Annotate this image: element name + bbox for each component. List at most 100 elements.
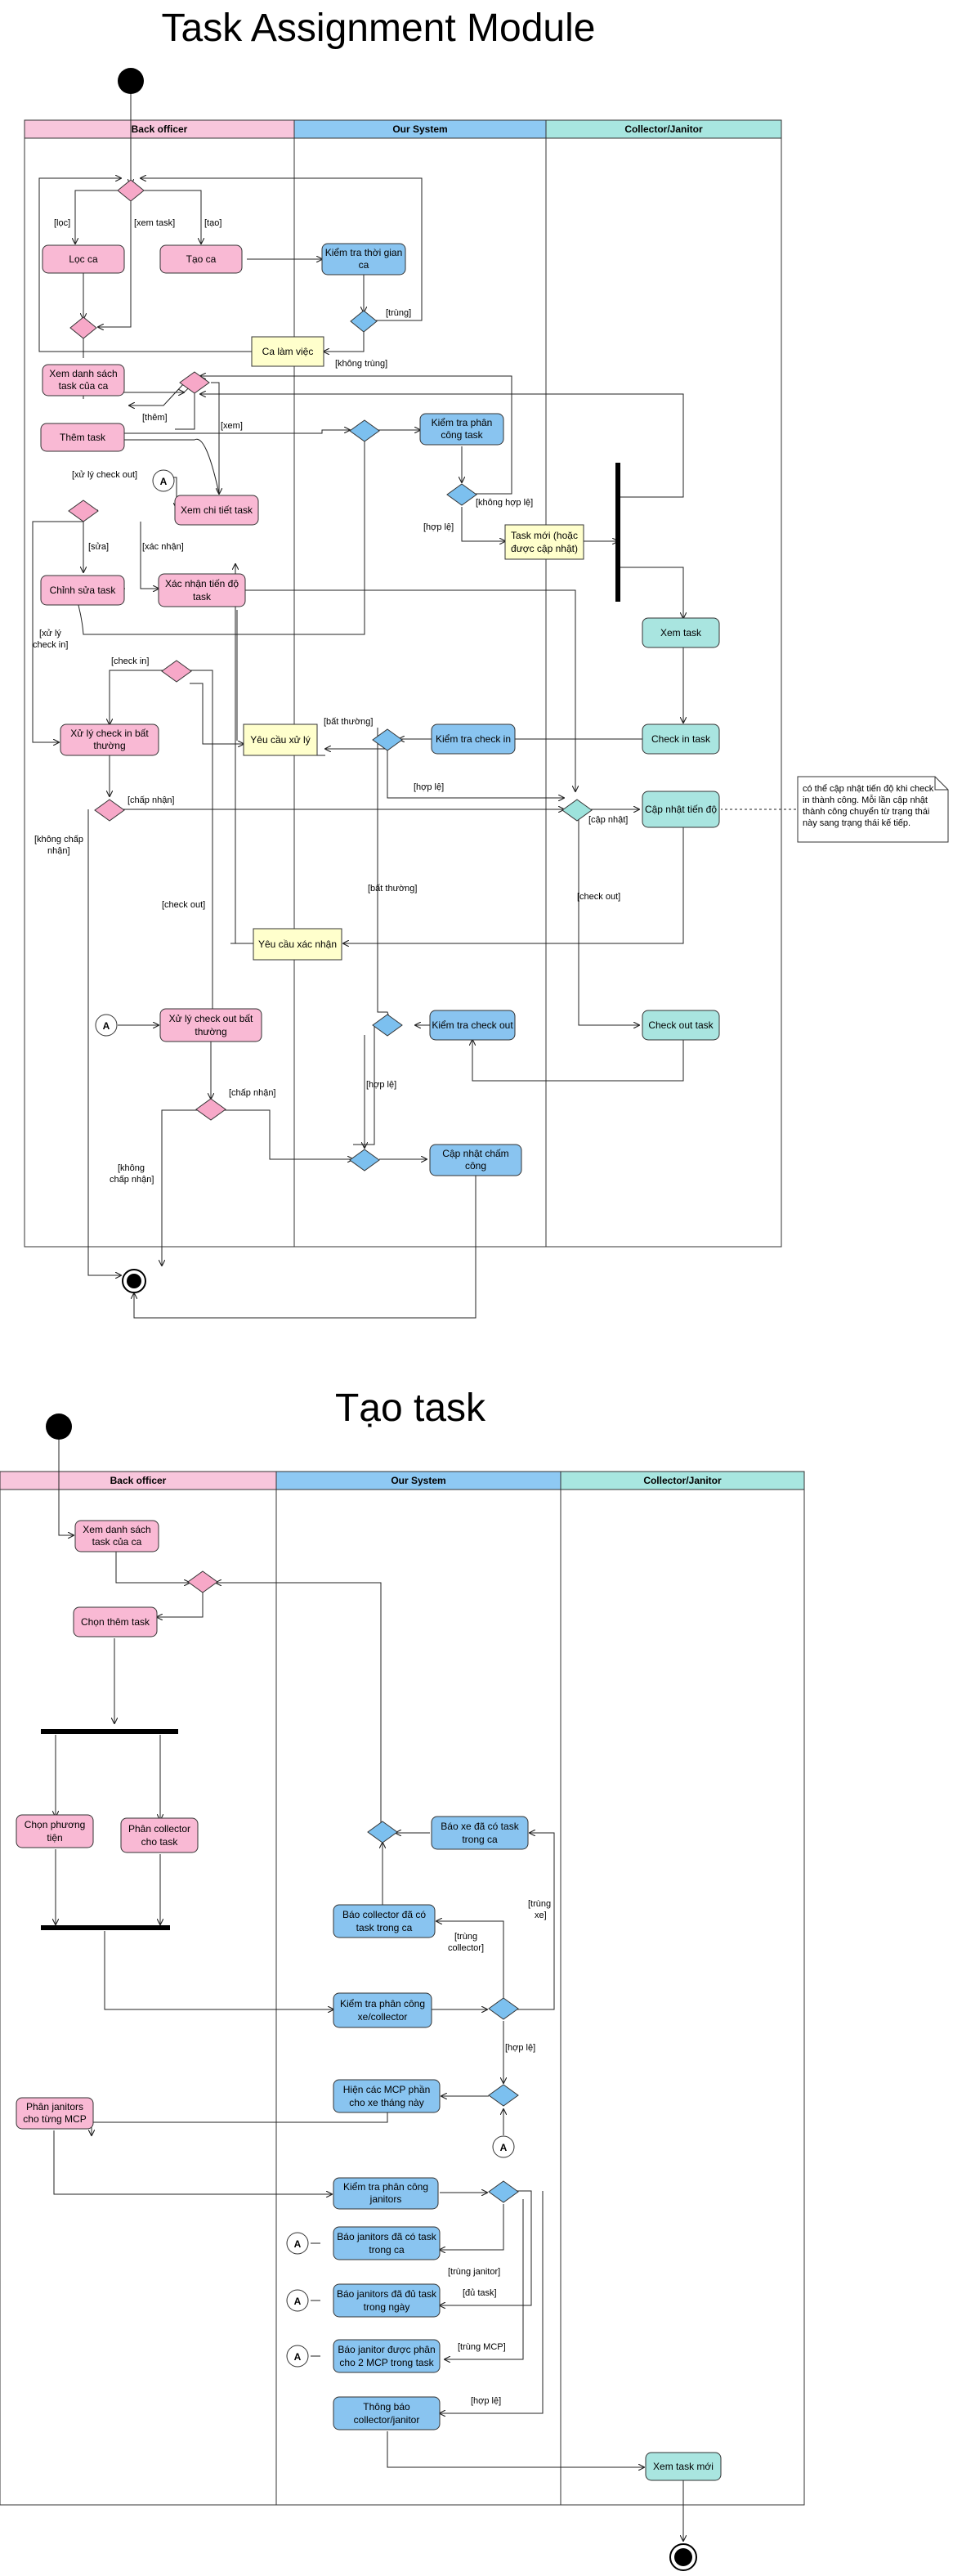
join-bar-2 <box>41 1925 170 1930</box>
diagram-2-decision-nodes <box>187 1570 519 2203</box>
activity-xac-nhan-tien-do: Xác nhận tiến độ task <box>158 573 246 607</box>
svg-text:thường: thường <box>93 740 125 751</box>
svg-text:[trùng: [trùng <box>454 1932 477 1942</box>
svg-text:[hợp lệ]: [hợp lệ] <box>471 2396 501 2406</box>
svg-text:[check in]: [check in] <box>111 656 149 666</box>
start-node <box>118 68 144 94</box>
diagram-1-decision-nodes <box>68 179 593 1172</box>
svg-text:[trùng]: [trùng] <box>386 308 411 318</box>
diagram-1-title: Task Assignment Module <box>162 7 596 50</box>
svg-text:[xử lý: [xử lý <box>39 629 61 638</box>
svg-text:[sửa]: [sửa] <box>88 542 109 552</box>
connector-a-4: A <box>286 2232 309 2255</box>
activity-thong-bao: Thông báo collector/janitor <box>333 2396 441 2430</box>
activity-xem-chi-tiet-task: Xem chi tiết task <box>174 495 259 526</box>
svg-text:Collector/Janitor: Collector/Janitor <box>643 1475 722 1486</box>
svg-text:Kiểm tra thời gian: Kiểm tra thời gian <box>325 247 403 258</box>
svg-text:[đủ task]: [đủ task] <box>463 2288 497 2298</box>
svg-text:[hợp lệ]: [hợp lệ] <box>423 522 454 532</box>
activity-task-moi: Task mới (hoặc được cập nhật) <box>504 524 584 560</box>
svg-text:Báo xe đã có task: Báo xe đã có task <box>441 1821 519 1832</box>
activity-yeu-cau-xac-nhan: Yêu cầu xác nhận <box>253 928 342 961</box>
lane-title-collector-janitor: Collector/Janitor <box>624 123 703 135</box>
svg-text:Xác nhận tiến độ: Xác nhận tiến độ <box>165 578 239 589</box>
svg-text:Kiểm tra phân công: Kiểm tra phân công <box>343 2181 428 2193</box>
svg-text:có thể cập nhật tiến độ khi ch: có thể cập nhật tiến độ khi check <box>803 784 934 794</box>
svg-text:collector/janitor: collector/janitor <box>354 2414 420 2426</box>
svg-text:Xử lý check out bất: Xử lý check out bất <box>169 1013 253 1024</box>
activity-cap-nhat-tien-do: Cập nhật tiến độ <box>642 791 720 828</box>
svg-text:[trùng janitor]: [trùng janitor] <box>448 2267 500 2277</box>
svg-text:Ca làm việc: Ca làm việc <box>262 346 314 357</box>
activity-xem-task-moi: Xem task mới <box>645 2452 722 2481</box>
svg-text:A: A <box>160 476 168 487</box>
connector-a-5: A <box>286 2289 309 2312</box>
svg-text:[lọc]: [lọc] <box>54 218 70 228</box>
diagram-2-swimlanes: Back officer Our System Collector/Janito… <box>0 1471 805 2506</box>
svg-text:collector]: collector] <box>448 1943 484 1953</box>
svg-text:[trùng MCP]: [trùng MCP] <box>458 2342 506 2352</box>
lane-header-collector-janitor-2 <box>560 1471 805 1490</box>
svg-text:[xem task]: [xem task] <box>134 218 175 228</box>
svg-text:[không trùng]: [không trùng] <box>335 359 387 369</box>
svg-text:Check in task: Check in task <box>651 733 711 745</box>
svg-text:Check out task: Check out task <box>648 1019 714 1031</box>
activity-kiem-tra-check-out: Kiểm tra check out <box>429 1010 516 1041</box>
svg-text:[không: [không <box>118 1163 145 1173</box>
svg-text:Cập nhật chấm: Cập nhật chấm <box>442 1148 508 1159</box>
activity-tao-ca: Tạo ca <box>159 244 243 274</box>
lane-title-our-system: Our System <box>392 123 447 135</box>
svg-text:[xử lý check out]: [xử lý check out] <box>72 470 137 480</box>
svg-text:[thêm]: [thêm] <box>142 413 168 423</box>
svg-text:A: A <box>294 2351 302 2363</box>
svg-text:Chọn thêm task: Chọn thêm task <box>81 1616 150 1628</box>
lane-header-collector-janitor <box>545 119 782 139</box>
svg-text:Task mới (hoặc: Task mới (hoặc <box>511 530 578 541</box>
svg-text:công: công <box>465 1160 486 1172</box>
svg-text:Chọn phương: Chọn phương <box>25 1819 86 1830</box>
svg-text:xe/collector: xe/collector <box>358 2011 408 2023</box>
svg-text:janitors: janitors <box>369 2193 402 2205</box>
svg-text:Xem chi tiết task: Xem chi tiết task <box>181 504 253 516</box>
svg-text:[hợp lệ]: [hợp lệ] <box>366 1080 396 1090</box>
svg-text:[check out]: [check out] <box>577 892 620 902</box>
svg-text:Yêu cầu xác nhận: Yêu cầu xác nhận <box>258 939 337 950</box>
svg-text:task của ca: task của ca <box>59 380 109 392</box>
svg-text:được cập nhật): được cập nhật) <box>511 543 578 554</box>
diagram-1-guards: [lọc] [xem task] [tạo] [trùng] [không tr… <box>33 218 628 1185</box>
svg-text:Xem task: Xem task <box>660 627 702 638</box>
svg-text:A: A <box>103 1020 110 1032</box>
lane-title-back-officer: Back officer <box>132 123 188 135</box>
svg-text:A: A <box>294 2296 302 2307</box>
svg-text:[không chấp: [không chấp <box>34 835 83 844</box>
diagram-2-title: Tạo task <box>335 1387 486 1430</box>
svg-text:[bất thường]: [bất thường] <box>368 884 417 894</box>
svg-text:task trong ca: task trong ca <box>356 1922 413 1933</box>
activity-kiem-tra-check-in: Kiểm tra check in <box>431 724 516 755</box>
svg-text:[bất thường]: [bất thường] <box>324 717 373 727</box>
activity-check-in-task: Check in task <box>642 724 720 755</box>
svg-text:task: task <box>193 591 212 603</box>
activity-xem-task: Xem task <box>642 617 720 648</box>
svg-text:[chấp nhận]: [chấp nhận] <box>229 1088 276 1098</box>
svg-text:này sang trạng thái kế tiếp.: này sang trạng thái kế tiếp. <box>803 818 910 828</box>
svg-text:Hiện các MCP phần: Hiện các MCP phần <box>343 2084 431 2095</box>
diagram-2-edges <box>54 1440 683 2541</box>
svg-text:Thông báo: Thông báo <box>363 2401 410 2412</box>
svg-text:cho 2 MCP trong task: cho 2 MCP trong task <box>339 2357 434 2368</box>
svg-text:Back officer: Back officer <box>110 1475 167 1486</box>
svg-text:Báo janitors đã đủ task: Báo janitors đã đủ task <box>337 2288 437 2300</box>
svg-text:Kiểm tra phân: Kiểm tra phân <box>432 417 493 428</box>
